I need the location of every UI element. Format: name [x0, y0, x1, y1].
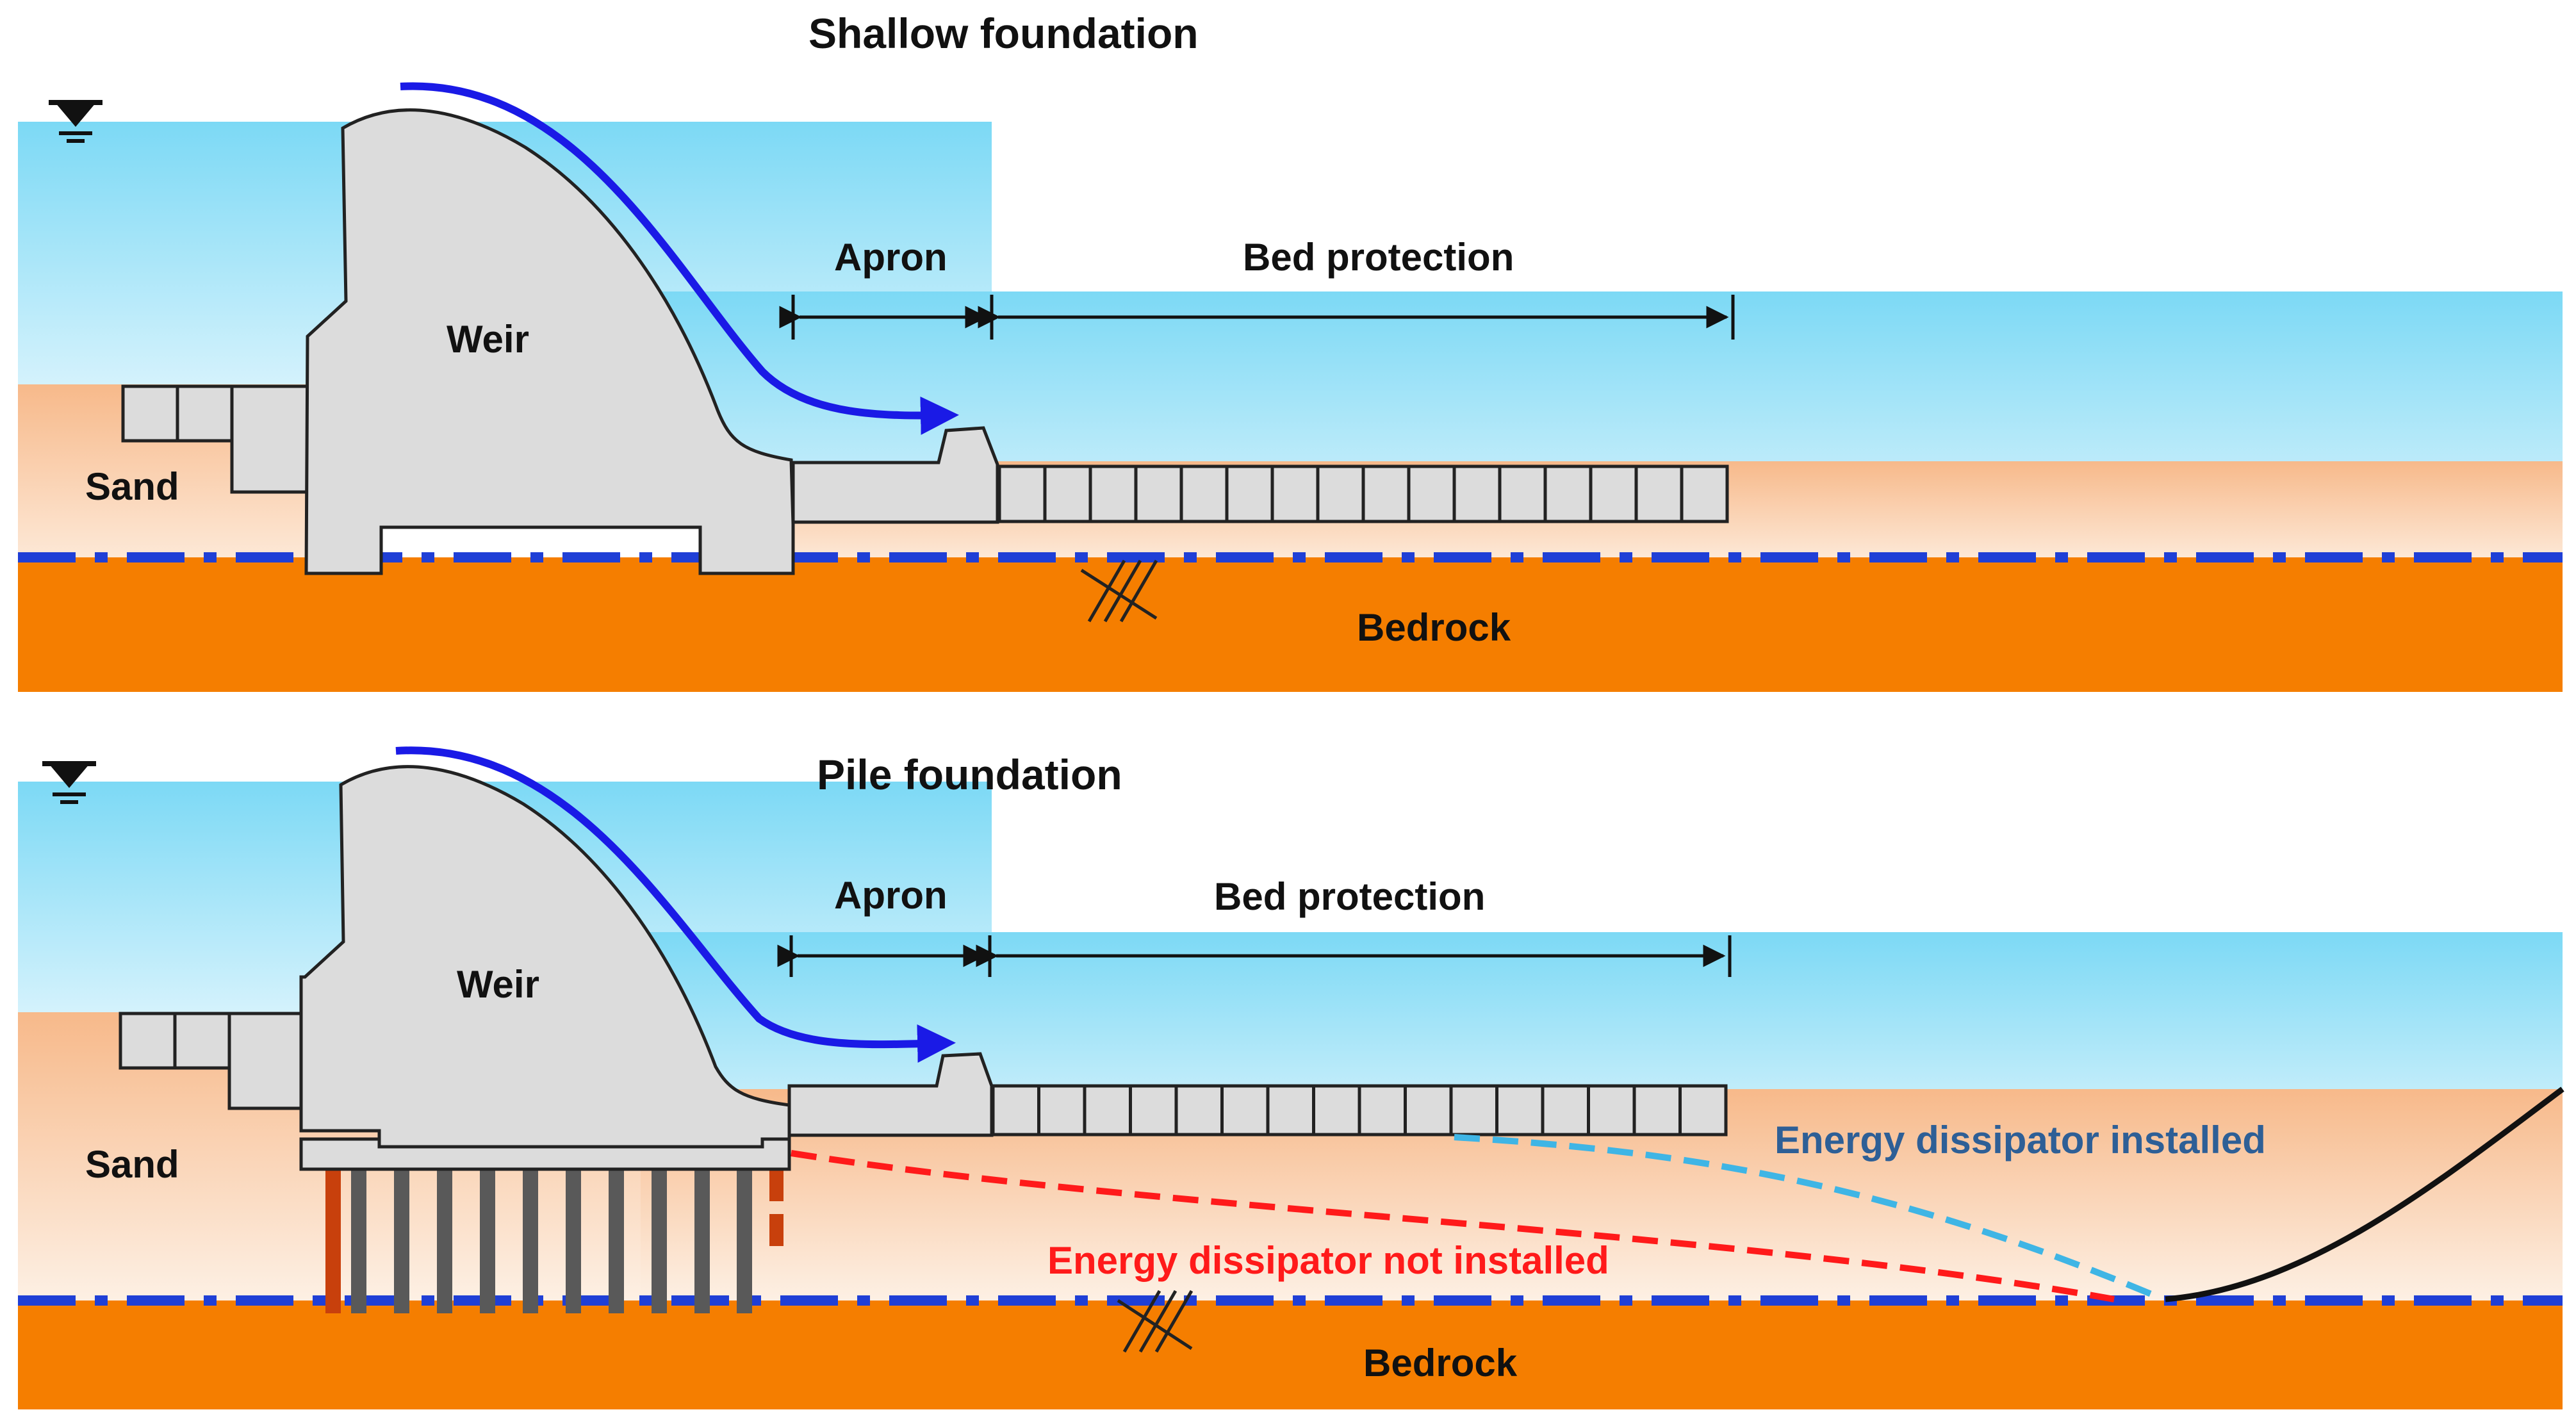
- pile: [609, 1147, 624, 1313]
- bed-protection-label: Bed protection: [1243, 236, 1514, 279]
- bed-protection-block: [1088, 464, 1138, 523]
- pile-cap: [299, 1137, 791, 1171]
- bed-protection-block: [1225, 464, 1274, 523]
- flow-arrow-icon: [395, 746, 956, 1063]
- water-level-icon: [42, 761, 96, 804]
- sand-label: Sand: [85, 465, 179, 508]
- pile: [351, 1147, 366, 1313]
- bed-protection-block: [1316, 464, 1365, 523]
- rock-hatch-icon: [1080, 559, 1158, 623]
- bedrock-label: Bedrock: [1357, 606, 1511, 649]
- pile: [394, 1147, 409, 1313]
- pile: [437, 1147, 452, 1313]
- bed-protection-block: [1134, 464, 1183, 523]
- bed-protection-block: [1449, 1084, 1498, 1137]
- bed-protection-block: [1404, 1084, 1453, 1137]
- bed-protection-block: [1361, 464, 1411, 523]
- pile: [523, 1147, 538, 1313]
- bed-protection-block: [1452, 464, 1502, 523]
- bed-protection-blocks: [997, 464, 1729, 523]
- bedrock: [18, 1301, 2563, 1409]
- bed-protection-block: [1179, 464, 1229, 523]
- pile: [652, 1147, 667, 1313]
- panel-title: Shallow foundation: [808, 10, 1199, 57]
- pile: [694, 1147, 710, 1313]
- bed-protection-dimension-arrow: [978, 295, 1735, 340]
- upstream-block: [227, 1012, 307, 1110]
- bed-protection-block: [1541, 1084, 1590, 1137]
- bed-protection-block: [1589, 464, 1638, 523]
- bed-protection-block: [1634, 464, 1684, 523]
- bed-protection-block: [1174, 1084, 1224, 1137]
- upstream-block: [121, 384, 179, 443]
- weir-body: [304, 108, 795, 575]
- bedrock: [18, 557, 2563, 692]
- pile: [737, 1147, 752, 1313]
- panel-title: Pile foundation: [817, 751, 1122, 798]
- bed-protection-block: [1543, 464, 1593, 523]
- riverbed-line: [2165, 1087, 2564, 1302]
- upstream-block: [230, 384, 309, 494]
- bed-protection-block: [1266, 1084, 1315, 1137]
- apron: [787, 1052, 994, 1137]
- upstream-block: [173, 1012, 231, 1070]
- bed-protection-block: [1407, 464, 1456, 523]
- bed-protection-block: [1358, 1084, 1407, 1137]
- bed-protection-block: [1043, 464, 1092, 523]
- bed-protection-block: [1680, 464, 1729, 523]
- bed-protection-block: [1632, 1084, 1682, 1137]
- bed-protection-block: [1678, 1084, 1728, 1137]
- water-level-icon: [49, 100, 103, 143]
- bed-protection-block: [991, 1084, 1040, 1137]
- sheet-pile-upstream: [325, 1166, 341, 1313]
- pile-group: [325, 1147, 783, 1313]
- bed-protection-dimension-arrow: [976, 935, 1732, 977]
- weir-body: [299, 765, 791, 1171]
- dissipator-not-installed-label: Energy dissipator not installed: [1047, 1239, 1609, 1282]
- bed-protection-block: [1495, 1084, 1545, 1137]
- bed-protection-block: [997, 464, 1047, 523]
- bed-protection-block: [1270, 464, 1320, 523]
- sand-label: Sand: [85, 1143, 179, 1186]
- flow-arrow-icon: [400, 82, 959, 435]
- weir-label: Weir: [447, 318, 529, 361]
- apron-label: Apron: [834, 236, 948, 279]
- pile: [566, 1147, 581, 1313]
- scour-line-not-installed: [791, 1150, 2115, 1302]
- apron-label: Apron: [834, 874, 948, 917]
- dissipator-installed-label: Energy dissipator installed: [1775, 1119, 2266, 1161]
- bed-protection-block: [1587, 1084, 1636, 1137]
- bed-protection-blocks: [991, 1084, 1728, 1137]
- scour-line-installed: [1454, 1134, 2160, 1301]
- bedrock-label: Bedrock: [1363, 1342, 1518, 1384]
- weir-label: Weir: [457, 963, 539, 1006]
- shallow-foundation-panel: Shallow foundation Weir Apron Bed protec…: [18, 10, 2563, 692]
- upstream-block: [119, 1012, 177, 1070]
- bed-protection-block: [1220, 1084, 1270, 1137]
- bed-protection-block: [1037, 1084, 1087, 1137]
- bed-protection-block: [1498, 464, 1547, 523]
- bed-protection-block: [1312, 1084, 1361, 1137]
- rock-hatch-icon: [1117, 1290, 1194, 1353]
- pile: [480, 1147, 495, 1313]
- downstream-water: [641, 291, 2563, 474]
- bed-protection-block: [1129, 1084, 1178, 1137]
- upstream-block: [176, 384, 234, 443]
- apron: [791, 426, 999, 524]
- bed-protection-block: [1083, 1084, 1132, 1137]
- bed-protection-label: Bed protection: [1214, 875, 1485, 918]
- pile-foundation-panel: Pile foundation Weir Apron Bed protectio…: [18, 746, 2564, 1409]
